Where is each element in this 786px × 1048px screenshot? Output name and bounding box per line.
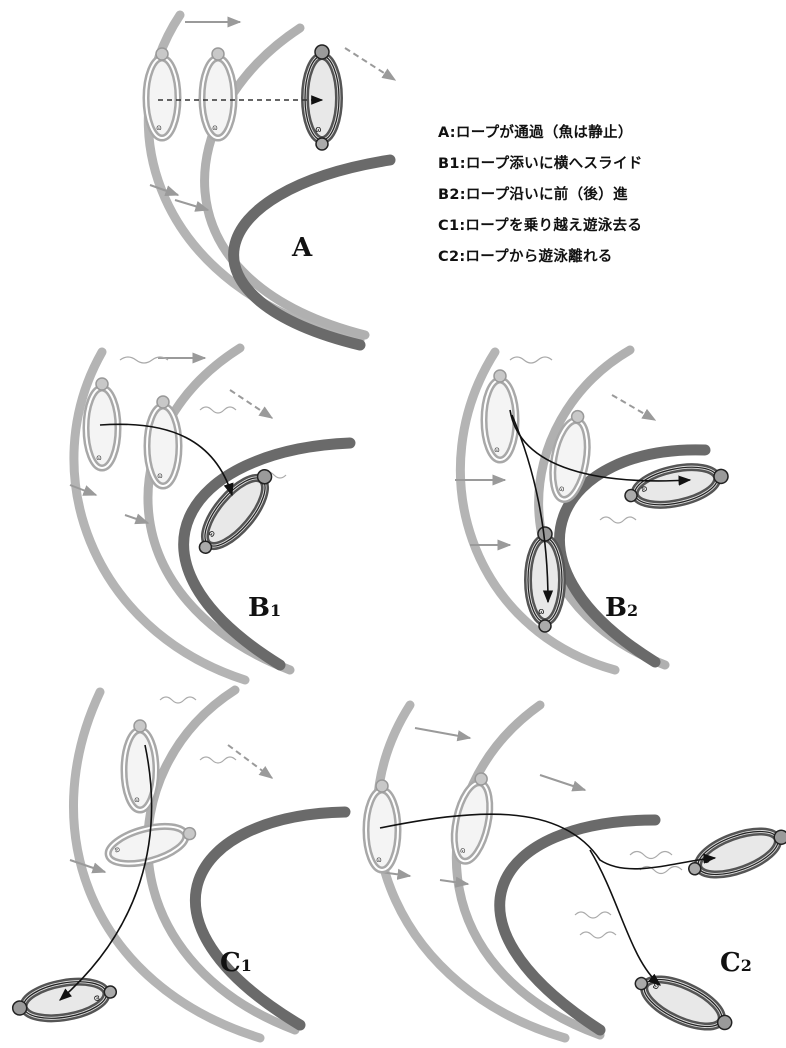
flow-arrow-dashed bbox=[228, 745, 272, 778]
ripple bbox=[630, 852, 672, 859]
flow-arrow bbox=[70, 860, 105, 872]
ripple bbox=[200, 407, 236, 413]
ripple bbox=[200, 757, 236, 763]
rope-1 bbox=[377, 705, 565, 1038]
ripple bbox=[600, 517, 636, 523]
fish-ghost bbox=[146, 48, 178, 138]
fish bbox=[10, 974, 119, 1026]
panel-label-c2: C2 bbox=[720, 948, 752, 978]
flow-arrow-dashed bbox=[345, 48, 395, 80]
ripple bbox=[580, 932, 616, 938]
panel-label-c1: C1 bbox=[220, 948, 252, 978]
ripple bbox=[160, 697, 196, 703]
fish-ghost bbox=[86, 378, 118, 468]
fish bbox=[305, 45, 339, 150]
rope-2 bbox=[148, 690, 295, 1030]
flow-arrow bbox=[540, 775, 585, 790]
panel-label-b2: B2 bbox=[605, 593, 638, 623]
rope-3 bbox=[195, 812, 345, 1025]
panel-label-b1: B1 bbox=[248, 593, 281, 623]
legend-item-b1: B1:ロープ添いに横へスライド bbox=[438, 149, 643, 180]
ripple bbox=[510, 357, 552, 363]
legend-item-a: A:ロープが通過（魚は静止） bbox=[438, 118, 643, 149]
panel-b2 bbox=[455, 350, 731, 670]
fish bbox=[622, 458, 732, 513]
flow-arrow-dashed bbox=[230, 390, 272, 418]
panel-c2 bbox=[366, 705, 786, 1041]
panel-a bbox=[146, 15, 395, 345]
flow-arrow-dashed bbox=[612, 395, 655, 420]
fish-ghost bbox=[202, 48, 234, 138]
legend: A:ロープが通過（魚は静止） B1:ロープ添いに横へスライド B2:ロープ沿いに… bbox=[438, 118, 643, 273]
fish-ghost bbox=[104, 817, 199, 871]
legend-item-c1: C1:ロープを乗り越え遊泳去る bbox=[438, 211, 643, 242]
panel-c1 bbox=[10, 690, 345, 1038]
flow-arrow bbox=[415, 728, 470, 738]
panel-b1 bbox=[70, 348, 350, 680]
legend-item-b2: B2:ロープ沿いに前（後）進 bbox=[438, 180, 643, 211]
ripple bbox=[575, 912, 611, 918]
movement-arrow bbox=[590, 850, 660, 985]
rope-2 bbox=[456, 705, 600, 1035]
fish-ghost bbox=[448, 770, 498, 865]
fish bbox=[683, 819, 786, 887]
rope-3 bbox=[500, 820, 655, 1030]
legend-item-c2: C2:ロープから遊泳離れる bbox=[438, 242, 643, 273]
panel-label-a: A bbox=[292, 233, 312, 263]
